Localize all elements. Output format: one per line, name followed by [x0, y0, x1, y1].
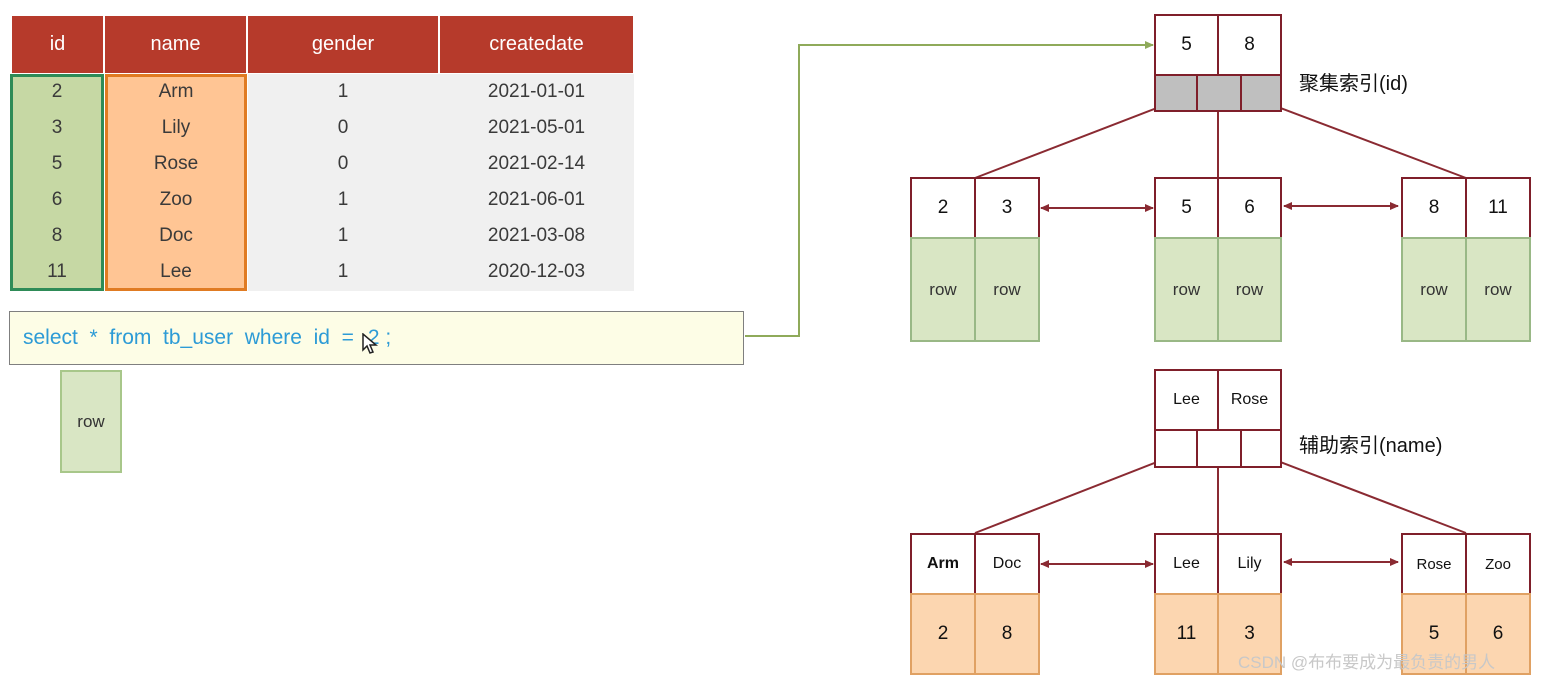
secondary-leaf-id: 11 — [1154, 593, 1219, 675]
table-cell: 1 — [337, 261, 349, 282]
secondary-root-pointer — [1196, 429, 1242, 468]
table-cell: 2021-03-08 — [487, 225, 586, 246]
clustered-leaf-key: 8 — [1401, 177, 1467, 239]
secondary-index-label: 辅助索引(name) — [1299, 435, 1443, 457]
table-cell: 2020-12-03 — [487, 261, 586, 282]
clustered-root-key: 5 — [1154, 14, 1219, 76]
table-cell: 5 — [51, 153, 63, 174]
sql-query-text: select * from tb_user where id = — [23, 326, 354, 349]
clustered-root-key: 8 — [1217, 14, 1282, 76]
secondary-leaf-key: Doc — [974, 533, 1040, 595]
result-row: row — [60, 370, 122, 473]
secondary-leaf-id: 2 — [910, 593, 976, 675]
table-cell: Arm — [158, 81, 194, 102]
clustered-leaf-row: row — [1465, 237, 1531, 342]
table-cell: 1 — [337, 189, 349, 210]
secondary-leaf-id: 5 — [1401, 593, 1467, 675]
secondary-leaf-id: 8 — [974, 593, 1040, 675]
table-cell: Lee — [160, 261, 192, 282]
table-cell: 1 — [337, 81, 349, 102]
sql-query-box: select * from tb_user where id = 2 ; — [9, 311, 744, 365]
mouse-cursor-icon — [362, 333, 378, 354]
sql-query-value: 2 ; — [367, 326, 392, 349]
table-cell: Doc — [159, 225, 193, 246]
clustered-root-pointer — [1196, 74, 1242, 112]
header-gender: gender — [248, 16, 438, 73]
table-cell: 8 — [51, 225, 63, 246]
clustered-leaf-key: 6 — [1217, 177, 1282, 239]
secondary-root-key: Rose — [1217, 369, 1282, 431]
secondary-leaf-id: 3 — [1217, 593, 1282, 675]
header-name: name — [105, 16, 246, 73]
table-cell: Rose — [153, 153, 199, 174]
table-body-background — [248, 74, 634, 291]
header-createdate: createdate — [440, 16, 633, 73]
watermark: CSDN @布布要成为最负责的男人 — [1238, 653, 1496, 672]
table-cell: 2021-01-01 — [487, 81, 586, 102]
secondary-leaf-id: 6 — [1465, 593, 1531, 675]
clustered-branch-right — [1261, 100, 1467, 179]
table-cell: 2021-02-14 — [487, 153, 586, 174]
clustered-leaf-key: 11 — [1465, 177, 1531, 239]
clustered-leaf-key: 3 — [974, 177, 1040, 239]
clustered-leaf-key: 5 — [1154, 177, 1219, 239]
secondary-root-key: Lee — [1154, 369, 1219, 431]
clustered-root-pointer — [1240, 74, 1282, 112]
clustered-leaf-row: row — [910, 237, 976, 342]
name-column-highlight — [105, 74, 247, 291]
table-cell: Zoo — [159, 189, 193, 210]
clustered-leaf-row: row — [1401, 237, 1467, 342]
clustered-branch-left — [974, 100, 1176, 179]
secondary-branch-right — [1261, 454, 1467, 534]
clustered-index-label: 聚集索引(id) — [1299, 73, 1408, 95]
query-arrow — [745, 41, 1154, 337]
table-cell: 2021-05-01 — [487, 117, 586, 138]
table-cell: Lily — [161, 117, 191, 138]
clustered-root-pointer — [1154, 74, 1198, 112]
table-cell: 0 — [337, 117, 349, 138]
table-cell: 1 — [337, 225, 349, 246]
secondary-leaf-key: Lee — [1154, 533, 1219, 595]
table-cell: 6 — [51, 189, 63, 210]
table-cell: 2 — [51, 81, 63, 102]
secondary-leaf-key: Rose — [1401, 533, 1467, 595]
secondary-leaf-key: Zoo — [1465, 533, 1531, 595]
clustered-leaf-row: row — [1217, 237, 1282, 342]
secondary-root-pointer — [1154, 429, 1198, 468]
table-cell: 11 — [47, 261, 67, 282]
id-column-highlight — [10, 74, 104, 291]
clustered-leaf-row: row — [974, 237, 1040, 342]
table-cell: 3 — [51, 117, 63, 138]
table-cell: 0 — [337, 153, 349, 174]
clustered-leaf-key: 2 — [910, 177, 976, 239]
secondary-root-pointer — [1240, 429, 1282, 468]
header-id: id — [12, 16, 103, 73]
table-cell: 2021-06-01 — [487, 189, 586, 210]
secondary-leaf-key: Lily — [1217, 533, 1282, 595]
clustered-leaf-row: row — [1154, 237, 1219, 342]
secondary-branch-left — [974, 454, 1176, 534]
secondary-leaf-key: Arm — [910, 533, 976, 595]
